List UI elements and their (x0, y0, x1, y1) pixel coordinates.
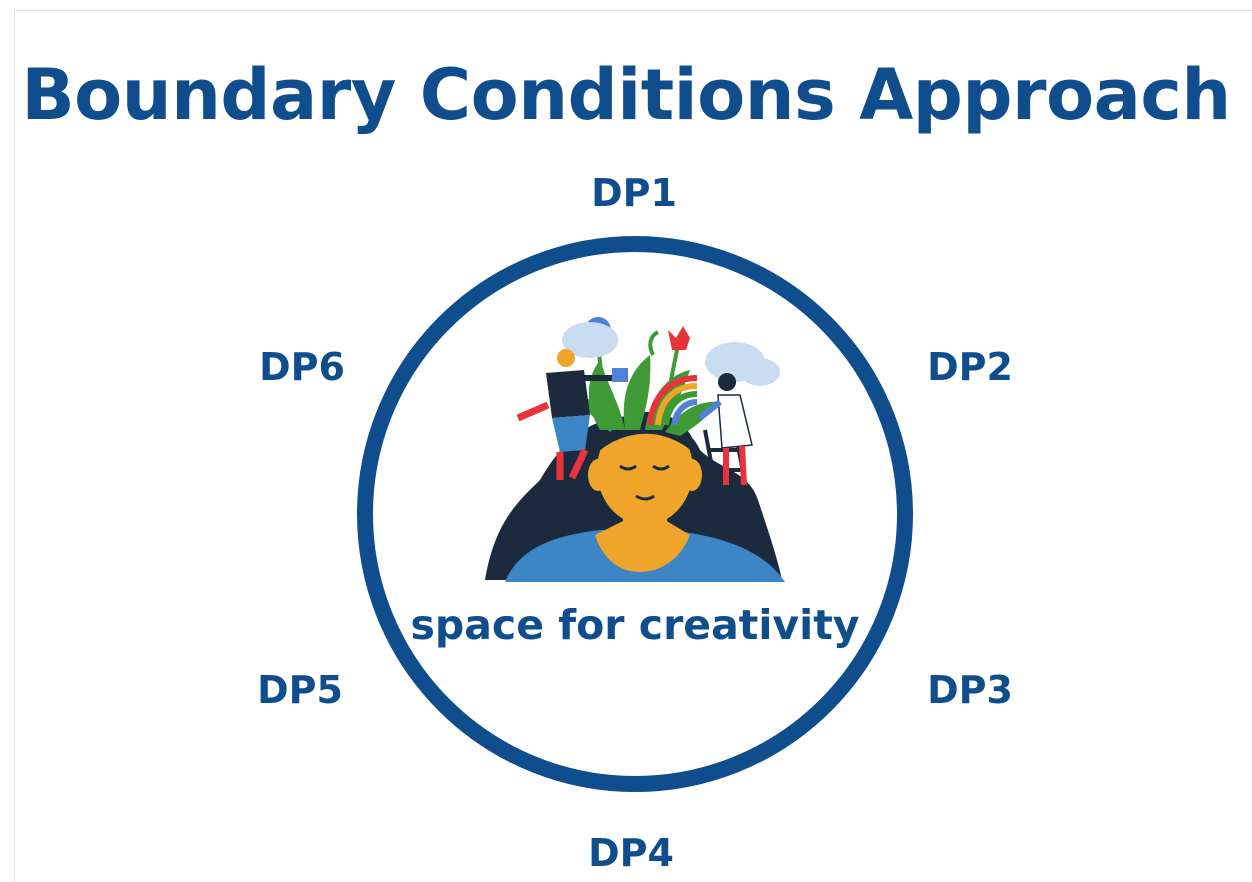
gardener-figure (516, 349, 628, 480)
ladder-figure (698, 373, 754, 521)
dp2-label: DP2 (927, 345, 1013, 389)
rainbow-icon (647, 375, 698, 426)
page-title: Boundary Conditions Approach (21, 54, 1231, 136)
dp5-label: DP5 (257, 668, 343, 712)
dp4-label: DP4 (588, 831, 674, 875)
dp1-label: DP1 (591, 171, 677, 215)
page-frame (14, 10, 1252, 882)
dp6-label: DP6 (259, 345, 345, 389)
center-caption: space for creativity (410, 601, 860, 649)
cloud-icon (562, 322, 780, 386)
dp3-label: DP3 (927, 668, 1013, 712)
boundary-ring (357, 236, 913, 792)
